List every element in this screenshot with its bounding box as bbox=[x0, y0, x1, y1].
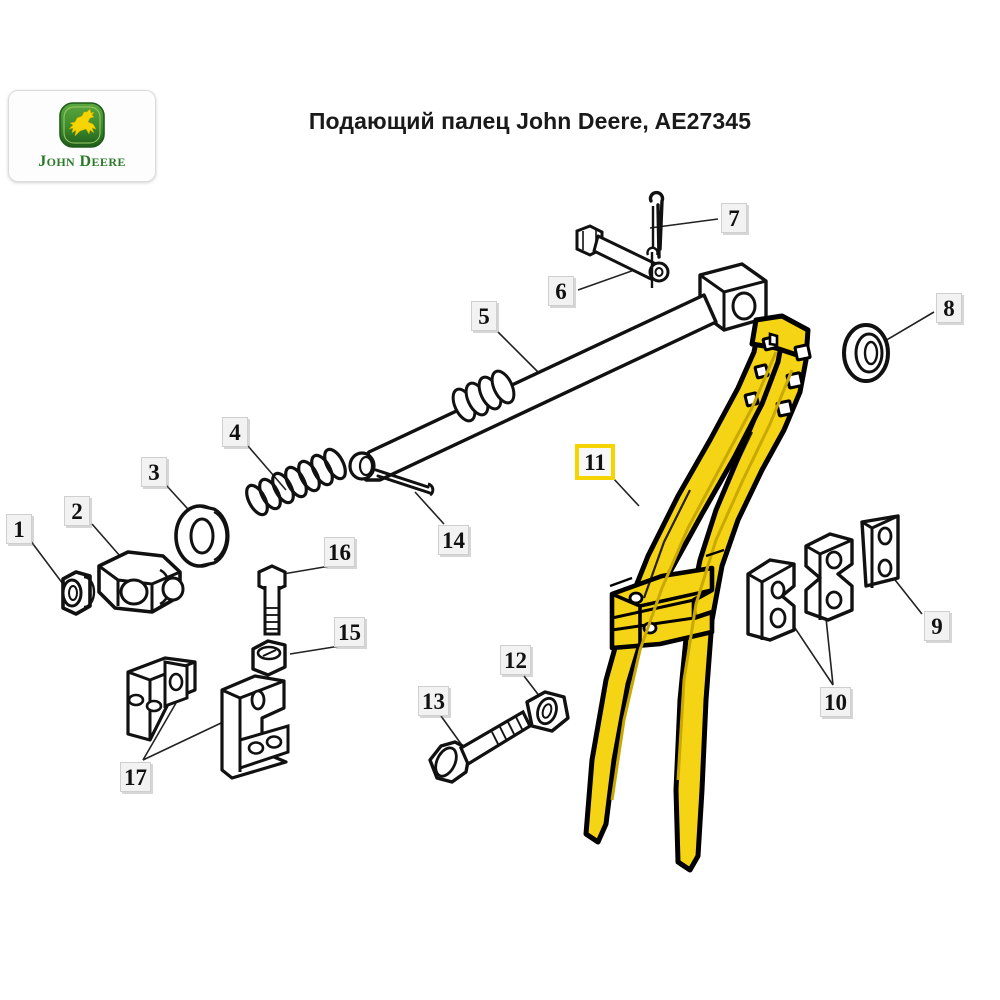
part-hex-head-bolt-13 bbox=[428, 709, 533, 784]
part-washer-ring-8 bbox=[842, 323, 890, 383]
callout-16[interactable]: 16 bbox=[324, 537, 355, 567]
part-angle-bracket-b-17 bbox=[220, 674, 290, 780]
callout-14[interactable]: 14 bbox=[438, 525, 469, 555]
callout-13[interactable]: 13 bbox=[418, 686, 449, 716]
callout-4[interactable]: 4 bbox=[222, 417, 248, 447]
part-hex-bolt-link-6 bbox=[575, 224, 670, 288]
callout-3[interactable]: 3 bbox=[141, 457, 167, 487]
callout-15[interactable]: 15 bbox=[334, 617, 365, 647]
part-clamp-block-a-10 bbox=[746, 558, 796, 642]
part-clamp-block-b-10 bbox=[804, 532, 854, 622]
part-hex-nut-12 bbox=[525, 690, 570, 733]
part-flat-plate-9 bbox=[860, 514, 900, 588]
callout-9[interactable]: 9 bbox=[924, 611, 950, 641]
callout-5[interactable]: 5 bbox=[471, 301, 497, 331]
callout-17[interactable]: 17 bbox=[120, 762, 151, 792]
callout-10[interactable]: 10 bbox=[820, 687, 851, 717]
part-cotter-pin-7 bbox=[648, 190, 665, 259]
callout-1[interactable]: 1 bbox=[6, 514, 32, 544]
part-flanged-bushing-3 bbox=[174, 504, 230, 568]
callout-6[interactable]: 6 bbox=[548, 276, 574, 306]
leaping-deer-icon bbox=[59, 102, 105, 148]
part-feeder-finger-fork-11 bbox=[583, 313, 812, 873]
callout-12[interactable]: 12 bbox=[500, 645, 531, 675]
part-feed-shaft-rod-5 bbox=[348, 262, 768, 482]
callout-7[interactable]: 7 bbox=[721, 203, 747, 233]
part-bearing-housing-block-2 bbox=[97, 550, 185, 614]
john-deere-logo: JOHN DEERE bbox=[8, 90, 156, 182]
page-title: Подающий палец John Deere, AE27345 bbox=[308, 108, 752, 134]
callout-11-highlighted[interactable]: 11 bbox=[575, 444, 615, 480]
part-angle-bracket-a-17 bbox=[126, 656, 197, 742]
brand-wordmark: JOHN DEERE bbox=[38, 153, 126, 170]
callout-8[interactable]: 8 bbox=[936, 293, 962, 323]
part-cotter-pin-14 bbox=[374, 468, 435, 497]
part-coil-spring-4 bbox=[245, 447, 347, 517]
part-lock-nut-1 bbox=[61, 570, 96, 616]
part-hex-bolt-16 bbox=[257, 564, 287, 636]
callout-2[interactable]: 2 bbox=[64, 496, 90, 526]
part-hex-nut-15 bbox=[251, 639, 287, 677]
